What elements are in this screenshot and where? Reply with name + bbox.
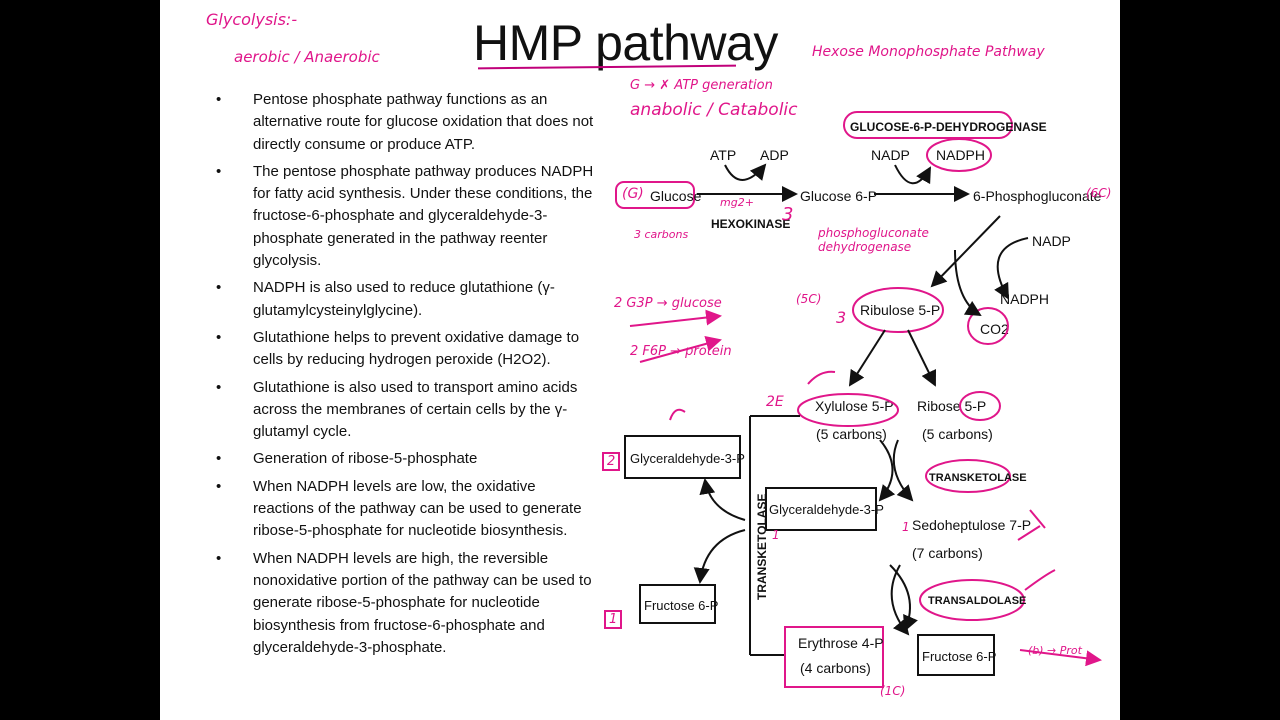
erythrose-label: Erythrose 4-P [798,635,884,651]
note-one-mark-c: 1 [902,520,910,534]
xylulose-carbons: (5 carbons) [816,426,887,442]
f6p-right-box [917,634,995,676]
erythrose-circle [784,626,884,688]
bullet-item: When NADPH levels are low, the oxidative… [216,476,596,543]
sedo-label: Sedoheptulose 7-P [912,517,1031,533]
note-two-mark: 2 [602,452,621,471]
note-one-mark-b: 1 [772,528,780,542]
gap-mid-box [765,487,877,531]
note-glycolysis: Glycolysis:- [206,10,298,29]
gap-left-box [624,435,741,479]
nadp-label-2: NADP [1032,233,1071,249]
hexokinase-label: HEXOKINASE [711,217,790,231]
note-five-c: (5C) [796,292,822,306]
phosphogluconate-label: 6-Phosphogluconate [973,188,1102,204]
xylulose-circle [797,393,899,427]
gap-left-label: Glyceraldehyde-3-P [630,451,745,466]
pathway-diagram: GLUCOSE-6-P-DEHYDROGENASE ATP ADP NADP N… [615,111,1102,688]
note-aerobic: aerobic / Anaerobic [234,48,380,66]
xylulose-label: Xylulose 5-P [815,398,894,414]
transketolase-label: TRANSKETOLASE [929,472,1027,484]
bullet-item: When NADPH levels are high, the reversib… [216,548,596,659]
note-sugar: (b) → Prot [1028,644,1082,657]
ribose-label: Ribose 5-P [917,398,986,414]
note-ic-mark: (1C) [880,684,906,698]
transketolase-circle [925,459,1011,493]
gap-mid-label: Glyceraldehyde-3-P [769,502,884,517]
bullet-item: Glutathione helps to prevent oxidative d… [216,327,596,372]
co2-label: CO2 [980,321,1009,337]
page-title: HMP pathway [473,15,778,71]
note-gc-mark: (6C) [1086,186,1112,200]
bullet-item: The pentose phosphate pathway produces N… [216,161,596,272]
ribose-carbons: (5 carbons) [922,426,993,442]
note-one-mark-a: 1 [604,610,623,629]
note-gap: 2 G3P → glucose [614,296,722,311]
sedo-carbons: (7 carbons) [912,545,983,561]
note-three-a: 3 [782,204,794,225]
adp-label: ADP [760,147,789,163]
note-atp-generation: G → ✗ ATP generation [630,78,773,93]
erythrose-carbons: (4 carbons) [800,660,871,676]
ribulose-circle [852,287,944,333]
g6pd-circle [843,111,1013,139]
bullet-item: NADPH is also used to reduce glutathione… [216,277,596,322]
note-pg-dehydrogenase: phosphogluconate dehydrogenase [818,226,929,254]
bullet-item: Glutathione is also used to transport am… [216,377,596,444]
note-hexokinase: mg2+ [720,196,754,209]
note-anabolic: anabolic / Catabolic [630,100,798,120]
ribulose-label: Ribulose 5-P [860,302,940,318]
note-glucose-carbons: 3 carbons [634,228,689,241]
f6p-left-box [639,584,716,624]
bullet-list: Pentose phosphate pathway functions as a… [216,89,596,664]
note-f6p: 2 F6P → protein [630,344,732,359]
glucose-circle [615,181,695,209]
nadp-label-1: NADP [871,147,910,163]
slide: HMP pathway Pentose phosphate pathway fu… [160,0,1120,720]
nadph-circle [926,138,992,172]
note-hmp-full: Hexose Monophosphate Pathway [812,44,1045,60]
note-g-mark: (G) [622,186,644,202]
f6p-right-label: Fructose 6-P [922,649,996,664]
co2-circle [967,307,1009,345]
note-three-b: 3 [836,308,847,327]
nadph-label-1: NADPH [936,147,985,163]
transaldolase-circle [919,579,1025,621]
bullet-item: Pentose phosphate pathway functions as a… [216,89,596,156]
ribose-circle [959,391,1001,421]
bullet-item: Generation of ribose-5-phosphate [216,448,596,471]
transaldolase-label: TRANSALDOLASE [928,595,1026,607]
g6pd-label: GLUCOSE-6-P-DEHYDROGENASE [850,120,1047,134]
glucose6p-label: Glucose 6-P [800,188,877,204]
atp-label: ATP [710,147,736,163]
glucose-label: Glucose [650,188,702,204]
f6p-left-label: Fructose 6-P [644,598,718,613]
nadph-label-2: NADPH [1000,291,1049,307]
note-two-e: 2E [766,394,784,410]
